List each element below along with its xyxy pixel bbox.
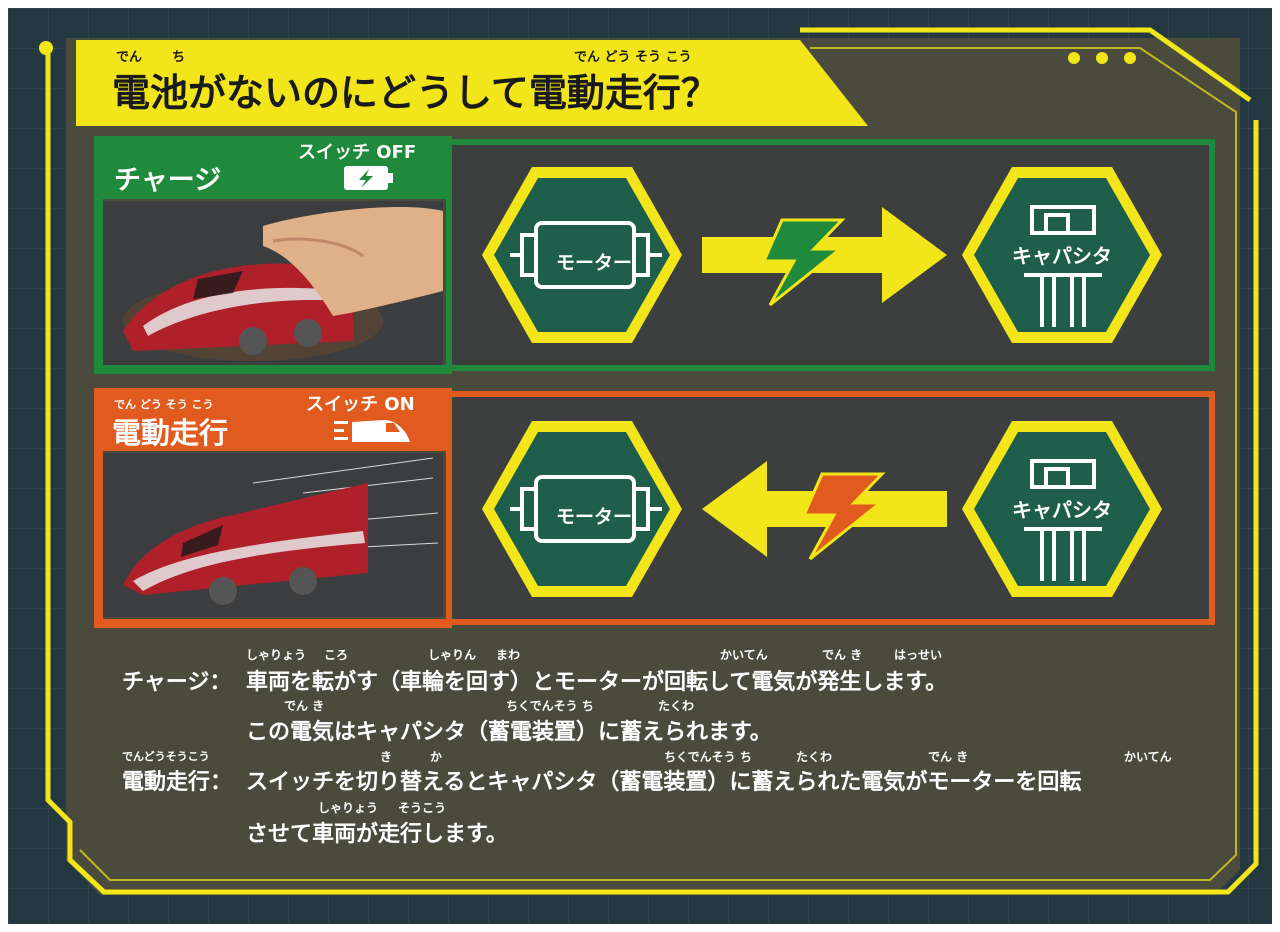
ruby-kaiten-2: かいてん <box>1124 750 1172 764</box>
ruby-denki-2: でん き <box>284 699 325 713</box>
ruby-denki-3: でん き <box>928 750 969 764</box>
drive-term: 電動走行： <box>122 770 233 795</box>
charge-switch-label: スイッチ OFF <box>298 142 417 163</box>
ruby-sharin: しゃりん <box>428 648 477 662</box>
frame-line-top <box>800 27 1252 103</box>
ruby-takuwa: たくわ <box>658 699 695 713</box>
motor-label-drive: モーター <box>555 506 632 528</box>
capacitor-hexagon <box>962 167 1162 343</box>
title-banner <box>76 40 868 126</box>
charge-header-bar <box>97 139 449 199</box>
ruby-chikudensouchi: ちくでんそう ち <box>506 699 594 713</box>
capacitor-icon <box>1024 459 1102 581</box>
ruby-hassei: はっせい <box>894 648 943 662</box>
charge-photo-frame <box>94 136 452 374</box>
frame-line-left <box>45 42 1259 895</box>
ruby-chikudensouchi-2: ちくでんそう ち <box>664 750 752 764</box>
charge-line2: この電気はキャパシタ（蓄電装置）に蓄えられます。 <box>246 720 772 745</box>
ruby-mawa: まわ <box>496 648 521 662</box>
motor-hexagon <box>482 421 682 597</box>
drive-photo <box>103 453 443 617</box>
ruby-ki: き <box>380 750 393 764</box>
frame-dot <box>39 41 53 55</box>
indicator-dot-3 <box>1124 52 1136 64</box>
charge-diagram <box>482 167 1162 343</box>
drive-line1: スイッチを切り替えるとキャパシタ（蓄電装置）に蓄えられた電気がモーターを回転 <box>246 770 1082 795</box>
drive-heading-ruby: でん どう そう こう <box>114 398 214 411</box>
lightning-bolt-icon <box>801 472 886 561</box>
capacitor-label-charge: キャパシタ <box>1012 244 1112 268</box>
ruby-takuwa-2: たくわ <box>796 750 833 764</box>
ruby-koro: ころ <box>324 648 349 662</box>
charge-photo <box>103 201 443 365</box>
ruby-ka: か <box>430 750 443 764</box>
ruby-denki: でん き <box>822 648 863 662</box>
train-running-icon <box>334 420 410 442</box>
charge-heading: チャージ <box>114 165 222 196</box>
ruby-kaiten: かいてん <box>720 648 768 662</box>
drive-term-ruby: でんどうそうこう <box>122 750 210 763</box>
drive-line2: させて車両が走行します。 <box>246 822 508 847</box>
motor-icon <box>510 221 662 289</box>
page-title: 電池がないのにどうして電動走行？ <box>112 71 719 115</box>
capacitor-label-drive: キャパシタ <box>1012 498 1112 522</box>
frame-line-inner <box>79 47 1237 881</box>
indicator-dot-1 <box>1068 52 1080 64</box>
charge-term: チャージ： <box>122 670 232 695</box>
title-ruby-den: でん <box>116 50 143 65</box>
charge-line1: 車両を転がす（車輪を回す）とモーターが回転して電気が発生します。 <box>246 670 948 695</box>
motor-icon <box>510 475 662 543</box>
drive-heading: 電動走行 <box>112 416 229 450</box>
title-ruby-dendousoukou: でん どう そう こう <box>574 50 692 65</box>
battery-charge-icon <box>344 166 393 190</box>
drive-diagram <box>482 421 1162 597</box>
indicator-dot-2 <box>1096 52 1108 64</box>
title-ruby-chi: ち <box>172 50 186 65</box>
ruby-sharyou: しゃりょう <box>246 648 307 662</box>
capacitor-hexagon <box>962 421 1162 597</box>
lightning-bolt-icon <box>761 218 846 307</box>
capacitor-icon <box>1024 205 1102 327</box>
hand <box>263 206 443 316</box>
drive-photo-frame <box>94 388 452 628</box>
motor-hexagon <box>482 167 682 343</box>
ruby-soukou: そうこう <box>398 801 447 815</box>
ruby-sharyou-2: しゃりょう <box>318 801 379 815</box>
drive-switch-label: スイッチ ON <box>306 394 415 415</box>
motor-label-charge: モーター <box>555 252 632 274</box>
